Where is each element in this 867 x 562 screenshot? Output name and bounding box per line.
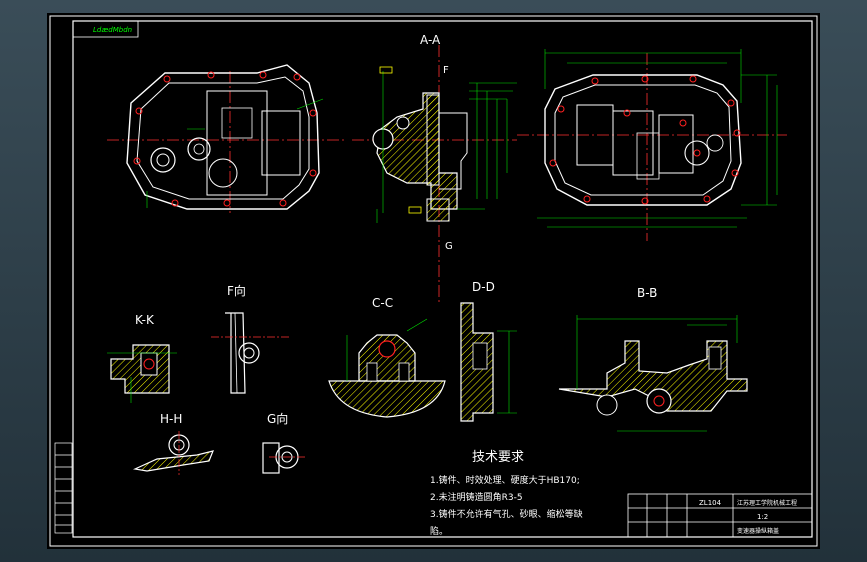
left-margin-table: [54, 442, 73, 534]
label-aa: A-A: [420, 33, 441, 47]
technical-requirements: 技术要求 1.铸件、时效处理、硬度大于HB170; 2.未注明铸造圆角R3-5 …: [430, 450, 583, 537]
section-dd: D-D: [460, 280, 517, 422]
tech-item-4: 陷。: [430, 525, 448, 537]
label-g-view: G向: [267, 411, 288, 426]
tech-title: 技术要求: [472, 450, 524, 465]
outer-border: [49, 15, 818, 547]
label-hh: H-H: [160, 412, 182, 426]
inner-border: [72, 20, 813, 538]
section-kk: K-K: [107, 313, 177, 403]
view-g: G向: [262, 411, 307, 474]
tech-item-3: 3.铸件不允许有气孔、砂眼、缩松等缺: [430, 508, 583, 520]
drawing-svg: LdædMbdn: [49, 15, 818, 547]
drawing-sheet: LdædMbdn: [47, 13, 820, 549]
tb-scale: 1:2: [757, 513, 768, 521]
arrow-g: G: [445, 241, 453, 252]
arrow-f: F: [443, 65, 449, 76]
section-aa: A-A F G: [352, 33, 517, 303]
tech-item-1: 1.铸件、时效处理、硬度大于HB170;: [430, 474, 580, 486]
front-view: [107, 64, 347, 213]
title-block: ZL104 江苏理工学院机械工程 1:2 变速器操纵箱盖: [627, 493, 813, 538]
tech-item-2: 2.未注明铸造圆角R3-5: [430, 491, 523, 503]
label-kk: K-K: [135, 313, 155, 327]
tb-school: 江苏理工学院机械工程: [737, 499, 797, 507]
section-hh: H-H: [132, 412, 214, 475]
right-view: [517, 49, 787, 241]
label-bb: B-B: [637, 286, 657, 300]
tb-part: 变速器操纵箱盖: [737, 527, 779, 535]
label-f-view: F向: [227, 283, 246, 298]
section-cc: C-C: [328, 296, 446, 418]
corner-stamp: LdædMbdn: [93, 26, 132, 34]
label-dd: D-D: [472, 280, 495, 294]
section-bb: B-B: [558, 286, 748, 432]
label-cc: C-C: [372, 296, 393, 310]
tb-code: ZL104: [699, 499, 722, 507]
view-f: F向: [211, 283, 289, 394]
corner-stamp-box: [72, 20, 139, 38]
